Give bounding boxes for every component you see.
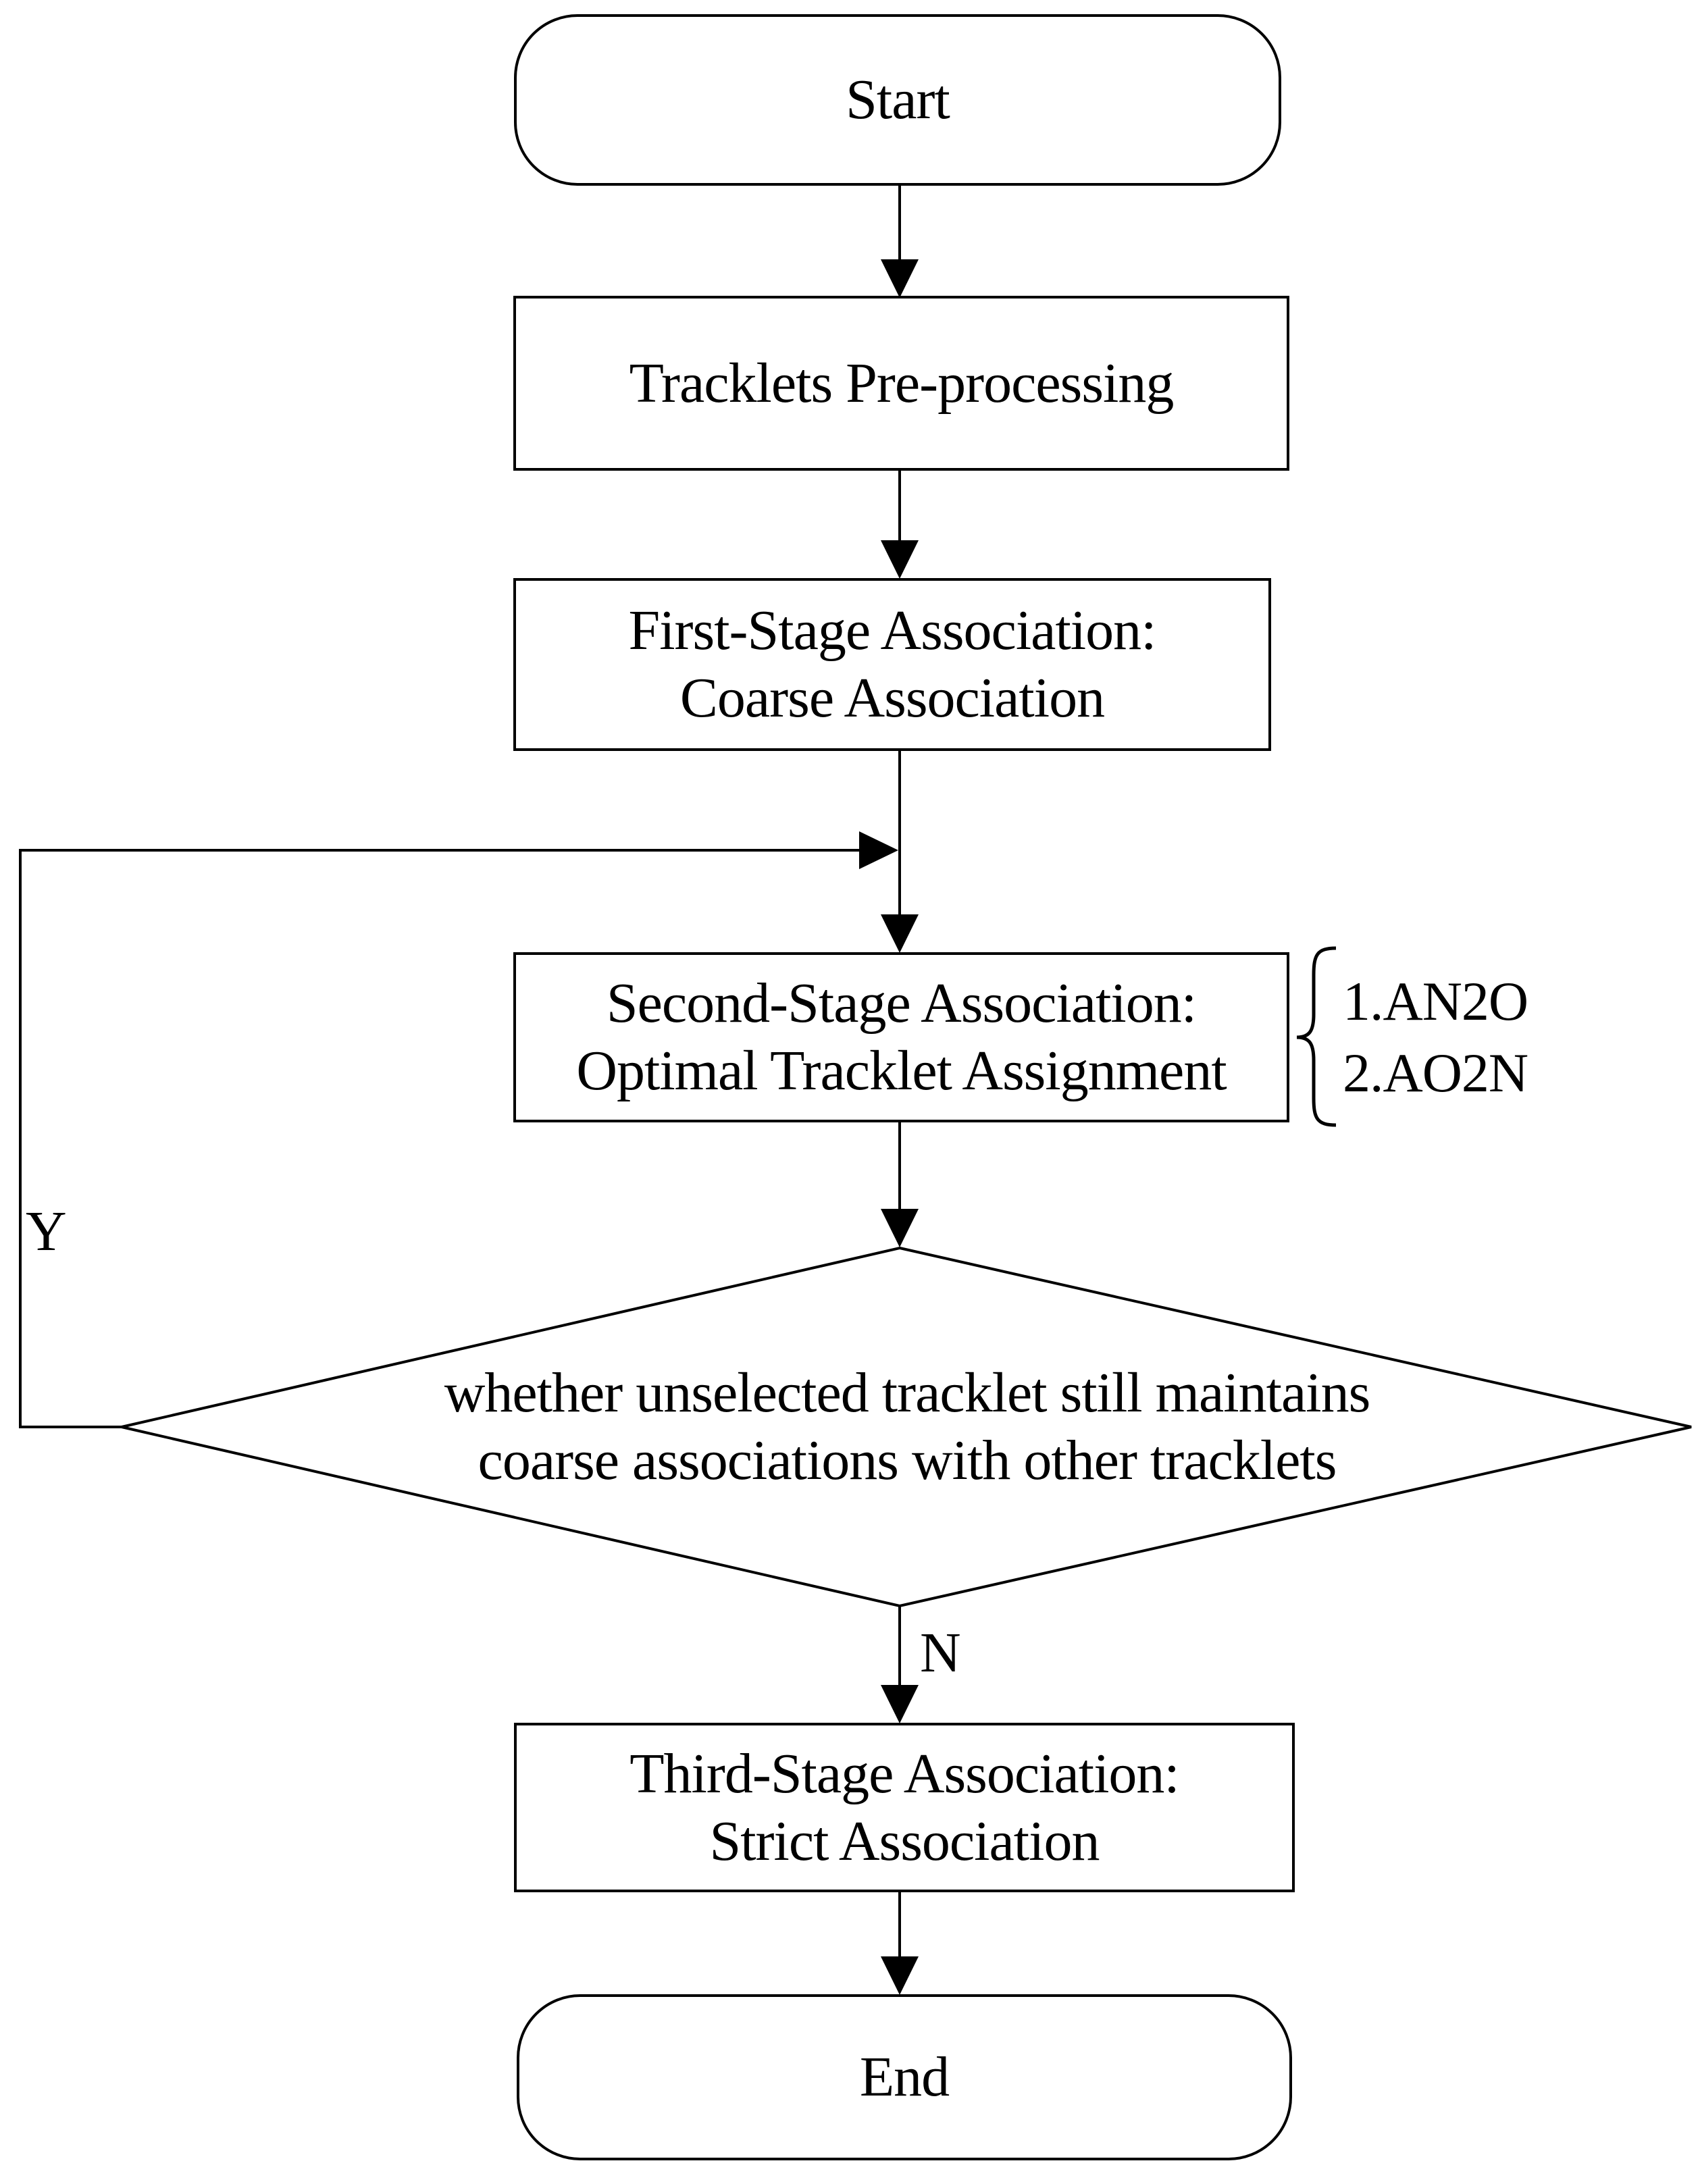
preprocessing-node: [513, 296, 1289, 471]
arrowhead-down-icon: [881, 259, 919, 298]
start-node: [514, 14, 1281, 186]
curly-brace-icon: [1296, 946, 1337, 1127]
second-stage-node: [513, 952, 1289, 1122]
arrowhead-down-icon: [881, 914, 919, 953]
decision-diamond: [121, 1246, 1692, 1608]
arrowhead-down-icon: [881, 540, 919, 579]
yes-branch-label: Y: [26, 1200, 67, 1263]
first-stage-node: [513, 578, 1271, 751]
annotation-item: 1.AN2O: [1343, 970, 1528, 1032]
arrowhead-right-icon: [859, 831, 898, 869]
stage-two-annotation: 1.AN2O 2.AO2N: [1343, 954, 1528, 1121]
no-branch-label: N: [920, 1621, 961, 1684]
third-stage-node: [514, 1723, 1295, 1892]
arrowhead-down-icon: [881, 1209, 919, 1247]
annotation-item: 2.AO2N: [1343, 1042, 1528, 1103]
feedback-loop-line: [19, 849, 859, 1428]
arrowhead-down-icon: [881, 1956, 919, 1995]
arrowhead-down-icon: [881, 1685, 919, 1723]
end-node: [517, 1994, 1292, 2160]
